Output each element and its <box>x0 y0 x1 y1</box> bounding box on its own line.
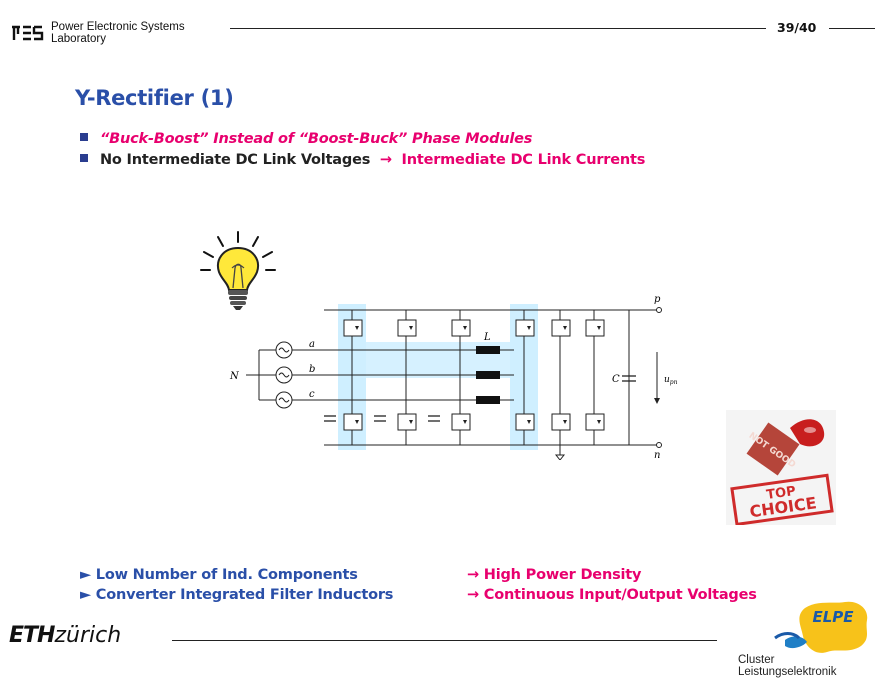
point-integrated-inductors: ► Converter Integrated Filter Inductors <box>80 587 394 603</box>
elpe-text: ELPE <box>812 608 854 626</box>
footer-rule <box>172 640 717 641</box>
node-p-label: p <box>654 294 661 305</box>
light-bulb-icon <box>200 231 276 310</box>
node-n-label: n <box>654 450 660 460</box>
bullet-buck-boost: “Buck-Boost” Instead of “Boost-Buck” Pha… <box>80 131 532 147</box>
bullet-text-right: Intermediate DC Link Currents <box>401 152 646 168</box>
bullet-square-icon <box>80 133 88 141</box>
inductor-b <box>476 371 500 379</box>
elpe-logo: ELPE <box>774 601 868 653</box>
header-rule <box>230 28 766 29</box>
lab-name-line1: Power Electronic Systems <box>51 21 185 33</box>
page-number: 39/40 <box>777 20 817 35</box>
stamp-top: TOP <box>765 484 796 503</box>
bullet-text: “Buck-Boost” Instead of “Boost-Buck” Pha… <box>100 131 533 147</box>
slide-title: Y-Rectifier (1) <box>75 86 234 110</box>
eth-zurich-logo: ETHzürich <box>9 623 122 648</box>
pes-logo <box>12 25 44 41</box>
inductor-c <box>476 396 500 404</box>
inductor-label: L <box>483 332 491 343</box>
voltage-label: upn <box>664 375 678 386</box>
inductor-a <box>476 346 500 354</box>
lab-name-line2: Laboratory <box>51 33 106 45</box>
result-continuous-voltages: → Continuous Input/Output Voltages <box>467 587 757 603</box>
neutral-label: N <box>229 371 240 382</box>
phase-b-label: b <box>309 364 315 375</box>
cluster-line2: Leistungselektronik <box>738 666 837 678</box>
cap-label: C <box>612 374 620 385</box>
arrow-icon: → <box>379 152 392 168</box>
bullet-text-left: No Intermediate DC Link Voltages <box>100 152 371 168</box>
cluster-line1: Cluster <box>738 654 775 666</box>
bullet-square-icon <box>80 154 88 162</box>
y-rectifier-schematic: a b c N L C upn p n <box>229 294 678 460</box>
lab-name: Power Electronic Systems Laboratory <box>51 21 185 45</box>
phase-c-label: c <box>309 389 315 400</box>
top-choice-stamp-image: NOT GOOD TOP CHOICE <box>726 410 836 525</box>
point-low-components: ► Low Number of Ind. Components <box>80 567 358 583</box>
bullet-dc-link: No Intermediate DC Link Voltages → Inter… <box>80 152 645 168</box>
phase-a-label: a <box>309 339 315 350</box>
cluster-logo-text: Cluster Leistungselektronik <box>738 654 836 678</box>
highlight-dc-link-currents <box>338 342 538 378</box>
header-rule-right <box>829 28 875 29</box>
stamp-block <box>746 422 800 476</box>
result-high-power-density: → High Power Density <box>467 567 642 583</box>
